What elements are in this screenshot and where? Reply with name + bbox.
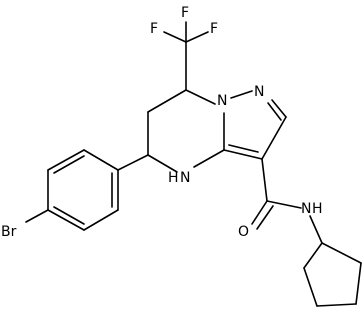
bond	[228, 144, 259, 153]
atom-labels: F F F N N H N N H O Br	[1, 5, 323, 240]
bond	[256, 205, 274, 230]
bond	[47, 149, 85, 171]
bond	[261, 158, 268, 202]
atom-label-f-top: F	[181, 5, 189, 21]
atom-label-n-ring: N	[217, 93, 227, 109]
bond-lines	[25, 21, 362, 307]
bond	[303, 242, 323, 269]
bond	[83, 149, 119, 171]
bond	[309, 215, 323, 244]
atom-label-o-carbonyl: O	[238, 224, 249, 240]
bond	[147, 89, 187, 113]
bond	[185, 31, 209, 43]
bond	[251, 200, 268, 225]
bond	[271, 99, 287, 118]
bond	[185, 89, 216, 105]
bond	[261, 116, 287, 160]
bond	[266, 200, 302, 209]
bond	[163, 31, 187, 43]
bond	[321, 242, 362, 264]
bond	[53, 155, 85, 174]
atom-label-h-ring: H	[168, 170, 179, 186]
atom-label-nh-ring: N	[180, 170, 190, 186]
bond	[83, 209, 119, 231]
bond	[355, 262, 362, 305]
bond	[267, 102, 282, 121]
bond	[25, 209, 49, 223]
atom-label-br: Br	[1, 224, 17, 240]
bond	[193, 149, 225, 168]
atom-label-n-pyrazole: N	[254, 84, 264, 100]
bond	[316, 303, 357, 307]
bond	[223, 149, 263, 160]
bond	[117, 154, 149, 171]
bond	[47, 209, 85, 231]
atom-label-nh-amide: N	[301, 201, 311, 217]
atom-label-h-amide: H	[312, 201, 323, 217]
bond	[53, 206, 85, 225]
bond	[147, 154, 178, 173]
atom-label-f-right: F	[210, 21, 218, 37]
bond	[230, 90, 253, 99]
atom-label-f-left: F	[150, 21, 158, 37]
bond	[303, 267, 318, 307]
